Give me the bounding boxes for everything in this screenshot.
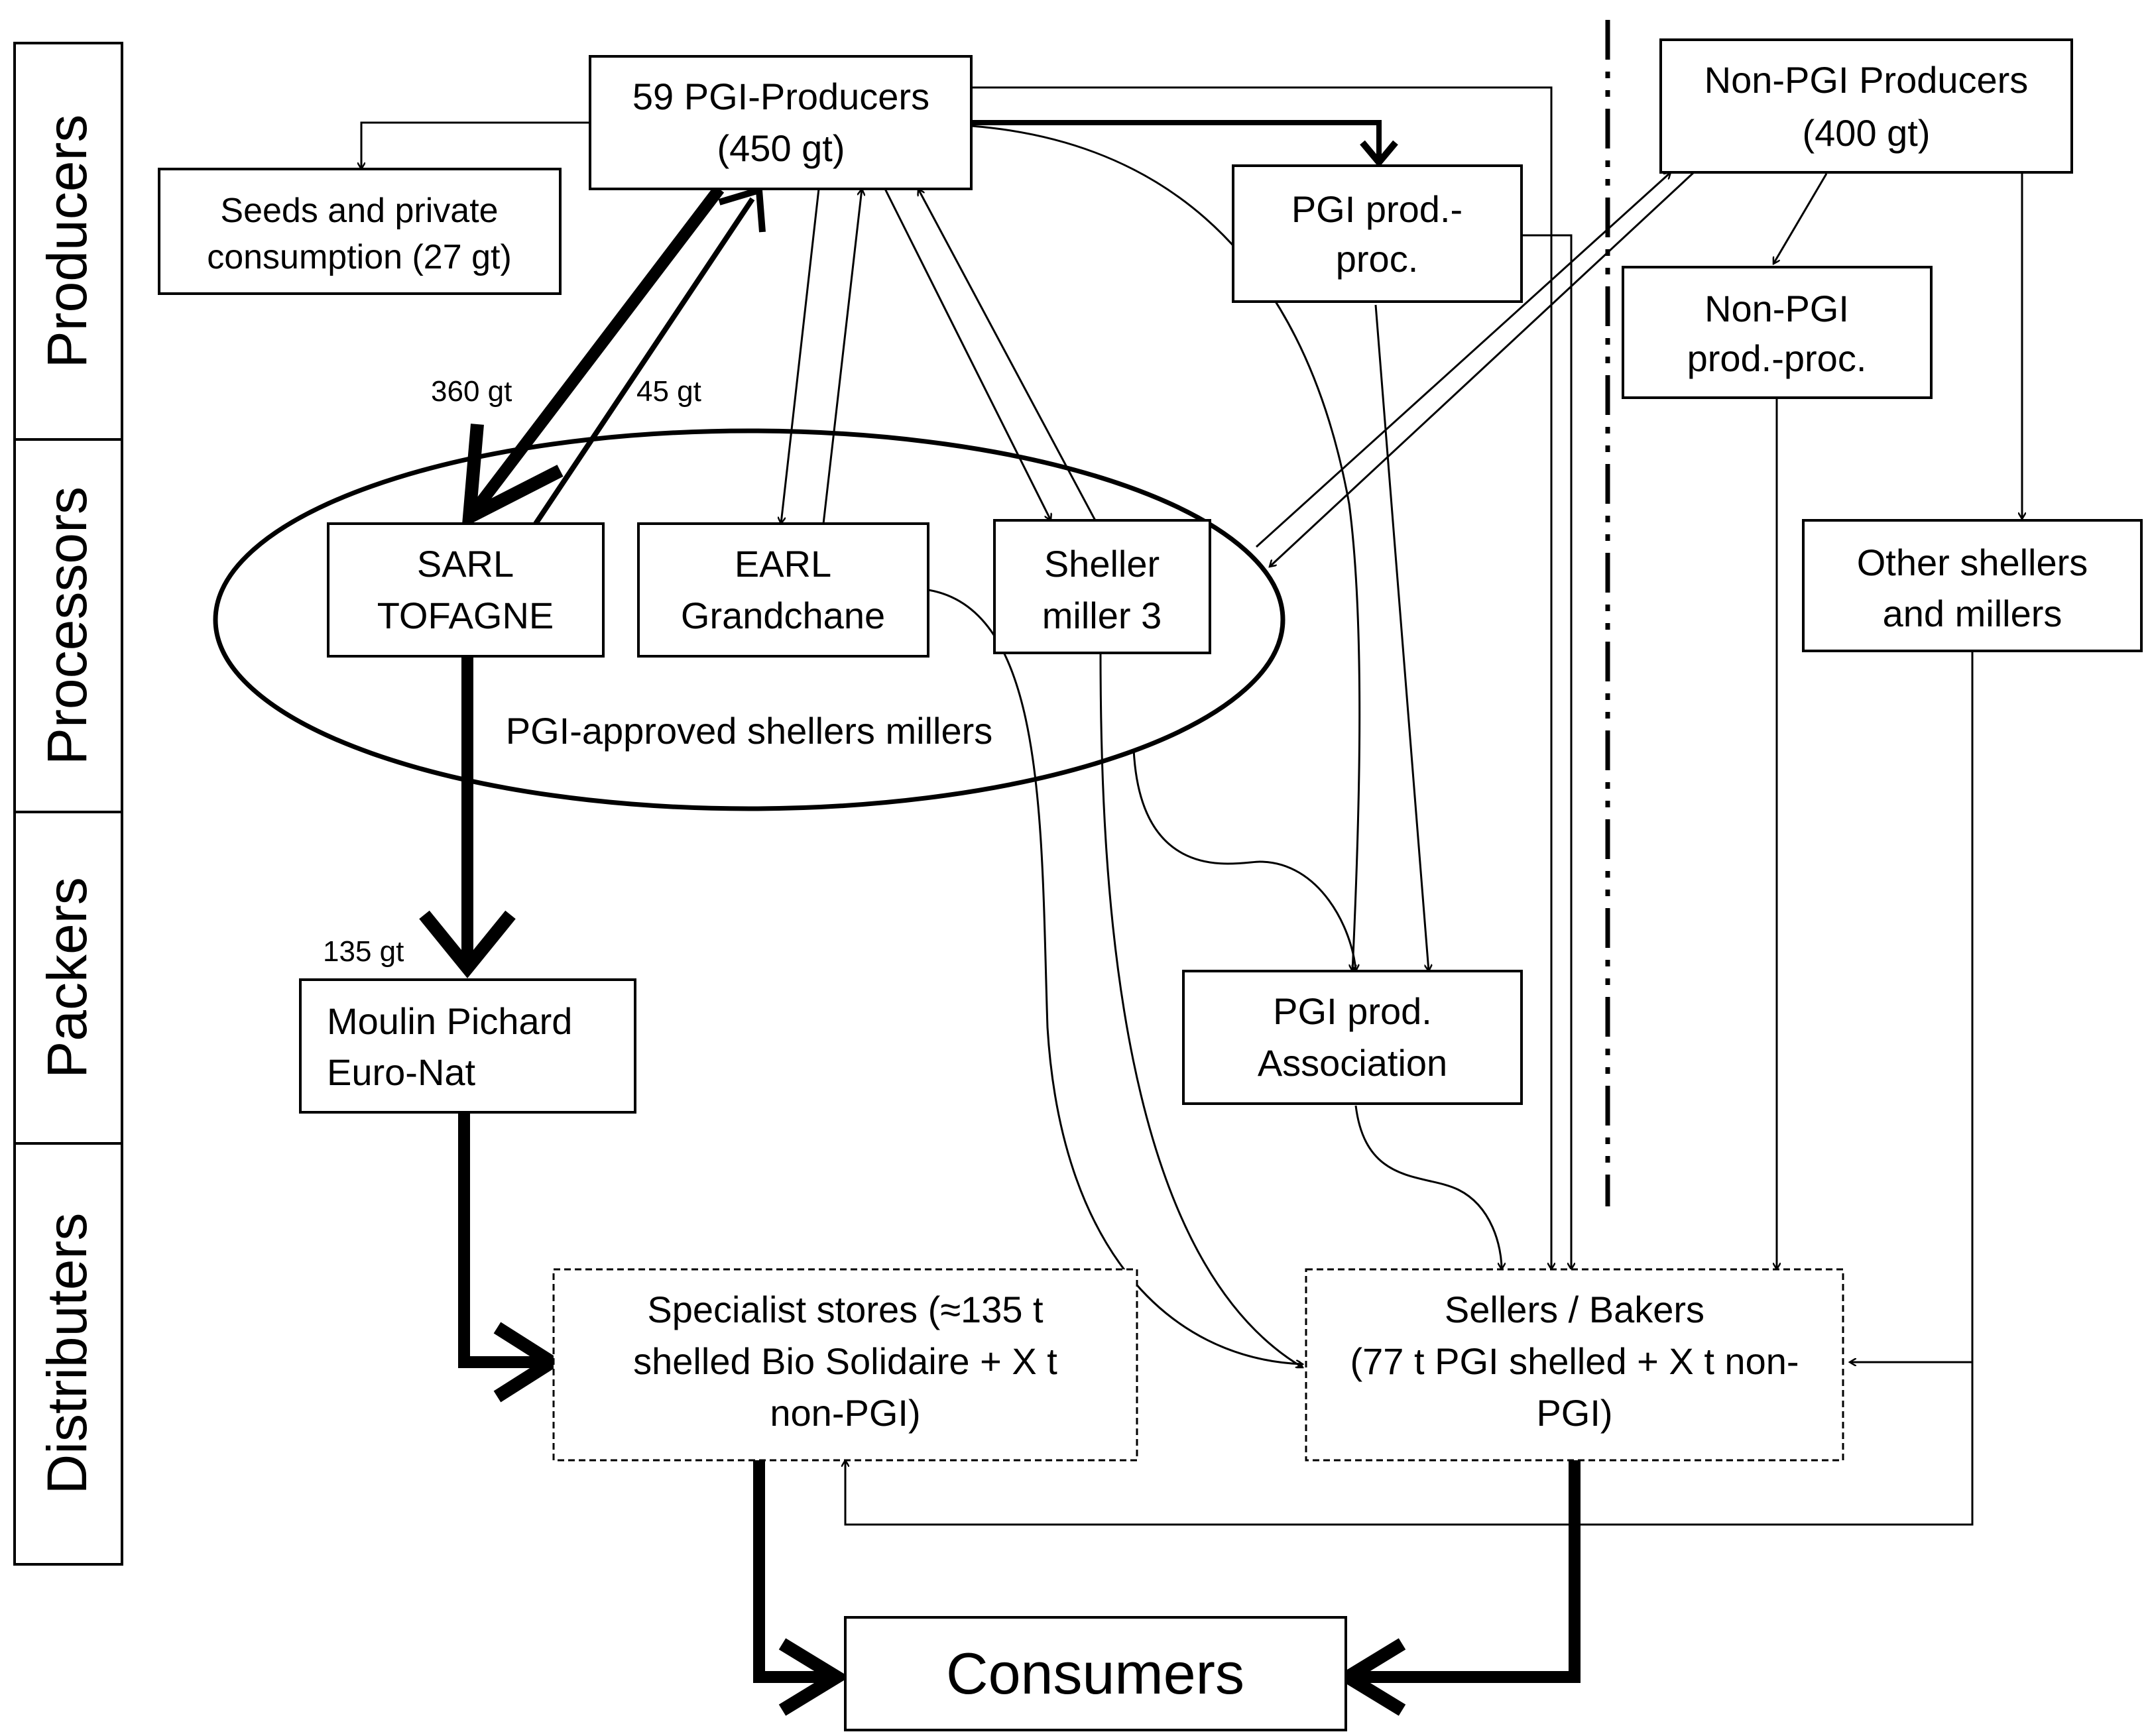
arrow-sarl-to-producers-head — [718, 186, 766, 233]
arrow-specialist-to-consumers-head — [778, 1638, 850, 1716]
ellipse-label: PGI-approved shellers millers — [506, 710, 992, 752]
node-sheller3-line2: miller 3 — [1042, 595, 1162, 636]
node-sarl-line2: TOFAGNE — [377, 595, 554, 636]
arrow-sarl-to-producers — [533, 197, 755, 526]
node-specialist-line1: Specialist stores (≈135 t — [647, 1289, 1044, 1330]
node-earl-line2: Grandchane — [681, 595, 885, 636]
arrow-moulin-to-specialist-head — [493, 1322, 564, 1403]
arrow-prodproc-to-sellers — [1522, 234, 1571, 1269]
node-association-line2: Association — [1258, 1042, 1447, 1084]
stage-label-producers: Producers — [36, 115, 98, 369]
arrow-producers-to-sarl-head — [461, 424, 564, 529]
node-seeds: Seeds and private consumption (27 gt) — [158, 168, 562, 295]
arrow-producers-to-earl — [781, 188, 820, 524]
node-sellers-line1: Sellers / Bakers — [1445, 1289, 1704, 1330]
thin-flows — [361, 86, 2022, 1526]
node-seeds-line2: consumption (27 gt) — [207, 238, 512, 276]
arrow-other-shellers-to-specialist — [845, 1362, 1974, 1526]
arrow-producers-to-seeds — [361, 121, 590, 169]
stage-column: Producers Processors Packers Distributer… — [13, 42, 123, 1566]
arrow-nonpgi-to-nonpgi-prodproc — [1773, 173, 1828, 264]
node-earl-line1: EARL — [735, 543, 831, 585]
node-specialist-stores: Specialist stores (≈135 t shelled Bio So… — [552, 1268, 1138, 1462]
node-earl-grandchane: EARL Grandchane — [637, 522, 929, 658]
stage-label-processors: Processors — [36, 487, 98, 765]
node-non-pgi-producers-line2: (400 gt) — [1803, 112, 1931, 154]
arrow-producers-to-prodproc-head — [1360, 140, 1398, 168]
node-association-line1: PGI prod. — [1273, 990, 1432, 1032]
arrow-specialist-to-consumers — [753, 1460, 832, 1683]
stage-label-packers: Packers — [36, 877, 98, 1078]
thick-flows — [419, 120, 1581, 1716]
node-non-pgi-producers-line1: Non-PGI Producers — [1704, 59, 2029, 101]
arrow-sheller3-to-sellers — [1099, 652, 1303, 1367]
arrow-other-shellers-to-sellers — [1850, 651, 1974, 1362]
node-sellers-line2: (77 t PGI shelled + X t non- — [1350, 1340, 1799, 1382]
node-pgi-prod-proc-line2: proc. — [1336, 238, 1419, 280]
node-other-shellers-line1: Other shellers — [1857, 542, 2088, 583]
flow-label-from-sarl: 45 gt — [636, 375, 701, 408]
arrow-sheller3-to-producers — [918, 189, 1097, 521]
arrow-sellers-to-consumers — [1352, 1460, 1581, 1683]
node-other-shellers: Other shellers and millers — [1802, 519, 2143, 652]
arrow-earl-to-producers — [822, 189, 862, 524]
arrow-sellers-to-consumers-head — [1335, 1638, 1406, 1716]
flow-label-to-sarl: 360 gt — [431, 375, 512, 408]
node-non-pgi-prod-proc-line1: Non-PGI — [1704, 288, 1849, 329]
node-non-pgi-producers: Non-PGI Producers (400 gt) — [1659, 38, 2073, 174]
node-non-pgi-prod-proc: Non-PGI prod.-proc. — [1622, 266, 1933, 399]
stage-label-distributers: Distributers — [36, 1213, 98, 1495]
pgi-approved-ellipse — [213, 428, 1285, 811]
arrow-earl-to-sellers — [927, 589, 1303, 1364]
node-pgi-prod-proc: PGI prod.- proc. — [1232, 164, 1523, 303]
arrow-producers-to-association — [971, 125, 1361, 971]
node-moulin-line1: Moulin Pichard — [327, 1000, 572, 1042]
node-other-shellers-line2: and millers — [1883, 593, 2062, 634]
arrow-producers-to-sheller3 — [884, 188, 1051, 520]
node-sheller3-line1: Sheller — [1044, 543, 1160, 585]
node-specialist-line2: shelled Bio Solidaire + X t — [633, 1340, 1057, 1382]
node-consumers: Consumers — [844, 1616, 1347, 1731]
flow-label-to-moulin: 135 gt — [323, 935, 404, 968]
arrow-producers-to-prodproc — [971, 120, 1382, 159]
arrow-sarl-to-moulin-head — [419, 910, 516, 978]
node-sellers-line3: PGI) — [1536, 1392, 1612, 1434]
arrow-prodproc-to-association — [1374, 304, 1429, 971]
arrow-association-to-sellers — [1354, 1105, 1502, 1269]
node-pgi-producers: 59 PGI-Producers (450 gt) — [589, 55, 973, 190]
node-non-pgi-prod-proc-line2: prod.-proc. — [1687, 337, 1867, 379]
node-pgi-prod-proc-line1: PGI prod.- — [1291, 188, 1463, 230]
arrow-producers-to-sellers — [971, 86, 1551, 1269]
node-moulin-pichard: Moulin Pichard Euro-Nat — [299, 978, 636, 1114]
node-consumers-label: Consumers — [946, 1641, 1244, 1706]
arrow-moulin-to-specialist — [458, 1112, 547, 1368]
arrow-ellipse-to-nonpgi — [1255, 172, 1671, 548]
stage-column-frame — [13, 42, 123, 1566]
node-pgi-association: PGI prod. Association — [1182, 970, 1523, 1105]
node-seeds-line1: Seeds and private — [220, 192, 498, 230]
node-specialist-line3: non-PGI) — [770, 1392, 920, 1434]
node-pgi-producers-line2: (450 gt) — [717, 127, 845, 169]
arrow-nonpgi-to-ellipse — [1270, 171, 1695, 567]
arrow-producers-to-sarl — [472, 185, 725, 511]
node-moulin-line2: Euro-Nat — [327, 1051, 476, 1093]
node-sheller-miller-3: Sheller miller 3 — [993, 519, 1211, 654]
node-pgi-producers-line1: 59 PGI-Producers — [632, 76, 929, 117]
node-sarl-tofagne: SARL TOFAGNE — [327, 522, 605, 658]
node-sellers-bakers: Sellers / Bakers (77 t PGI shelled + X t… — [1305, 1268, 1844, 1462]
node-sarl-line1: SARL — [417, 543, 514, 585]
arrow-ellipse-to-association — [1132, 748, 1356, 971]
